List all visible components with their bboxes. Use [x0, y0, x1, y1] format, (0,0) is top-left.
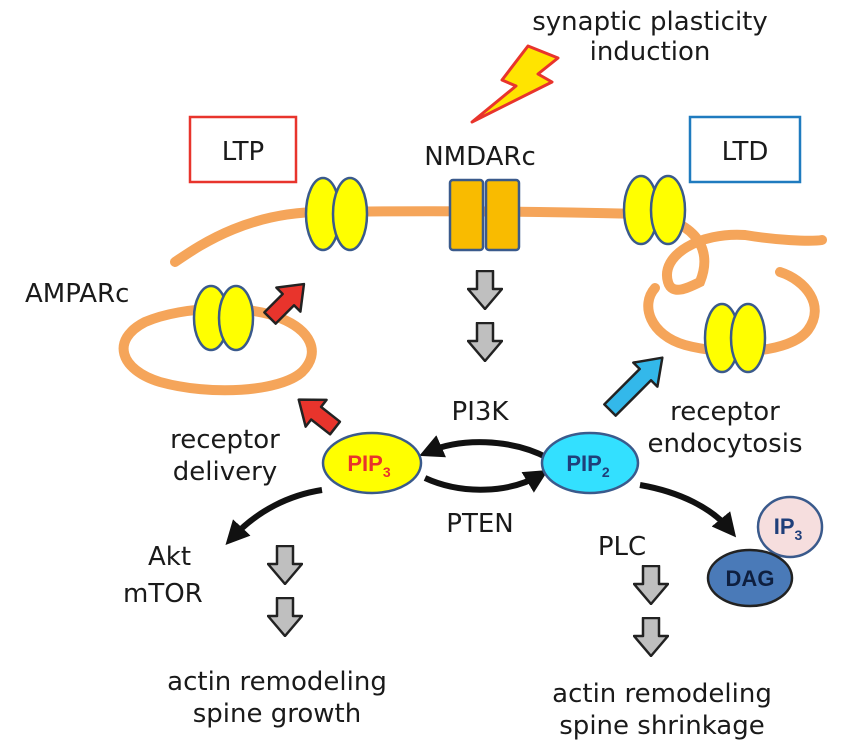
blue-arrow-endocytosis: [603, 356, 664, 417]
down-arrow-icon: [267, 545, 303, 585]
down-arrow-icon: [633, 617, 669, 657]
down-arrow-icon: [467, 322, 503, 362]
ampa-receptor-ltd: [622, 174, 687, 246]
akt-label: Akt: [148, 542, 191, 572]
pip3-label: PIP3: [347, 451, 390, 480]
pten-label: PTEN: [446, 509, 513, 539]
growth-label-1: actin remodeling: [167, 667, 387, 697]
dag-label: DAG: [726, 566, 775, 591]
endocytosis-label-2: endocytosis: [648, 429, 803, 459]
red-arrow-delivery: [297, 398, 342, 436]
endocytosis-label-1: receptor: [670, 397, 780, 427]
pi3k-arrow: [419, 435, 550, 461]
shrink-label-2: spine shrinkage: [559, 711, 764, 741]
delivery-label-2: delivery: [173, 457, 277, 487]
plc-arrow: [639, 482, 737, 538]
ampa-receptor-endosome-left: [192, 284, 255, 352]
pten-arrow: [423, 470, 549, 493]
akt-arrow: [225, 487, 323, 546]
header-line1: synaptic plasticity: [532, 7, 768, 37]
ltd-label: LTD: [722, 137, 769, 167]
dag-node: [706, 548, 794, 608]
pi3k-label: PI3K: [452, 397, 510, 427]
ltp-label: LTP: [222, 137, 264, 167]
ampa-receptor-ltp: [304, 176, 369, 252]
delivery-label-1: receptor: [170, 425, 280, 455]
ampa-receptor-endosome-right: [703, 302, 767, 374]
endosome-left: [118, 303, 317, 396]
shrink-label-1: actin remodeling: [552, 679, 772, 709]
lightning-bolt-icon: [470, 44, 560, 124]
ip3-label: IP3: [774, 514, 803, 543]
pip2-node: [540, 431, 640, 495]
header-line2: induction: [590, 37, 711, 67]
plc-label: PLC: [598, 532, 646, 562]
mtor-label: mTOR: [123, 579, 203, 609]
nmda-receptor: [448, 178, 521, 252]
ltp-box: [188, 115, 298, 184]
down-arrow-icon: [467, 270, 503, 310]
pip2-label: PIP2: [566, 451, 609, 480]
down-arrow-icon: [267, 597, 303, 637]
ampa-label: AMPARc: [25, 279, 129, 309]
down-arrow-icon: [633, 565, 669, 605]
nmda-label: NMDARc: [424, 142, 536, 172]
ip3-node: [756, 495, 824, 559]
growth-label-2: spine growth: [193, 699, 361, 729]
red-arrow-insertion: [263, 282, 306, 325]
ltd-box: [688, 115, 802, 184]
pip3-node: [321, 431, 423, 495]
